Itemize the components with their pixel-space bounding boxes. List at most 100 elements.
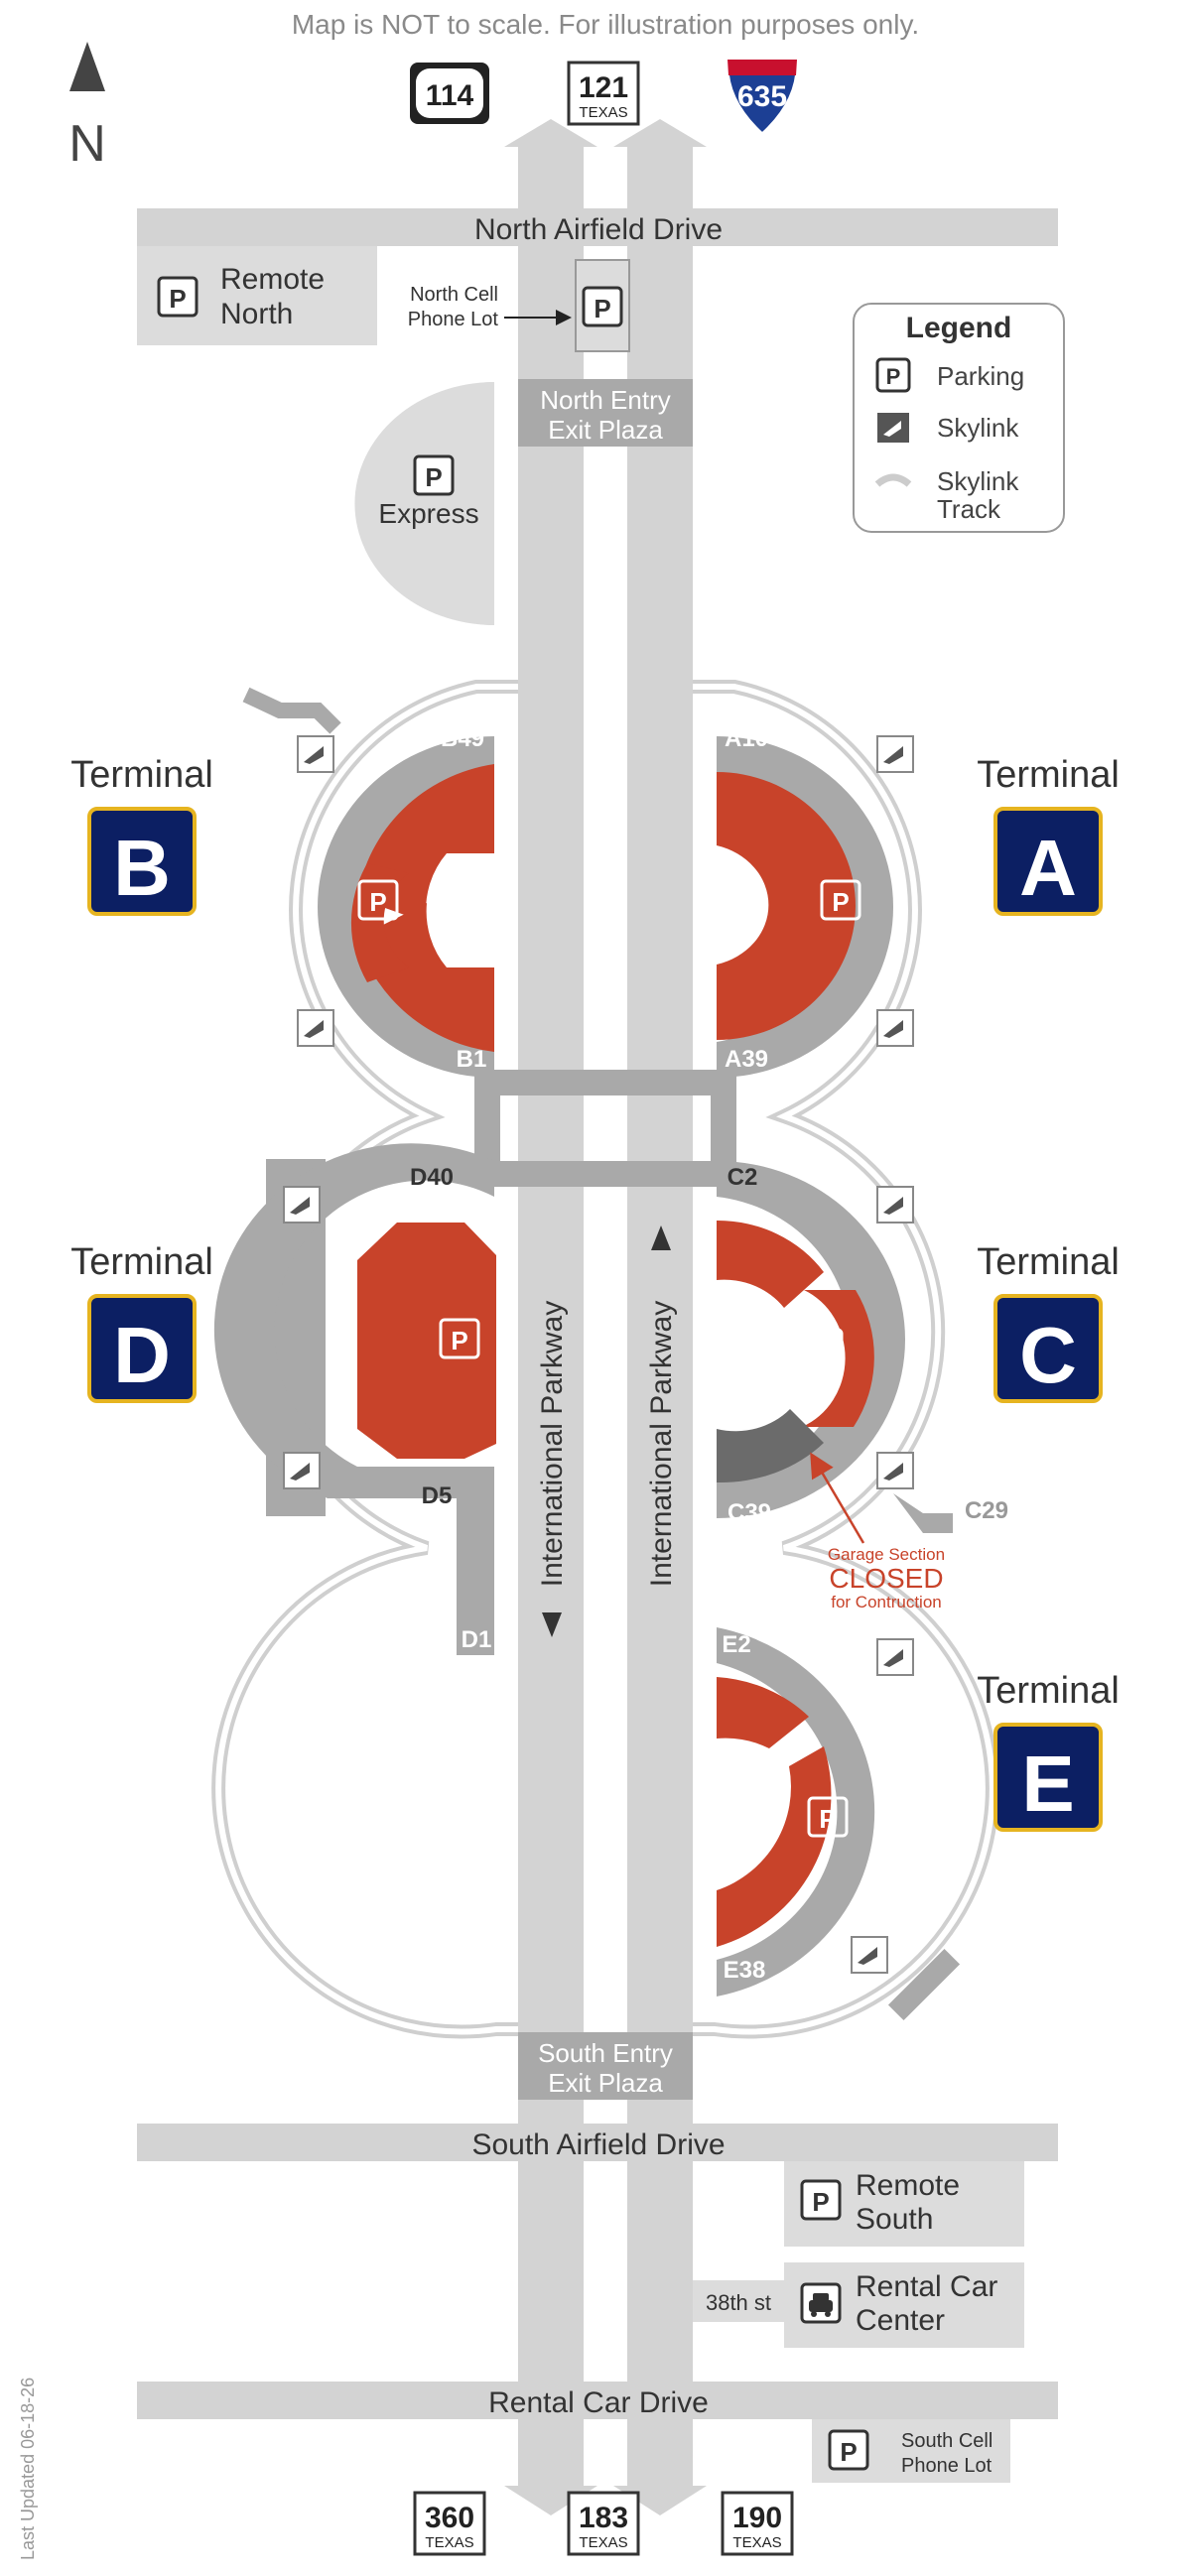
parking-icon: P [814, 1336, 831, 1365]
plaza-label-2: Exit Plaza [548, 2068, 663, 2098]
legend-title: Legend [906, 312, 1012, 344]
terminal-d-badge[interactable]: Terminal D [70, 1241, 213, 1403]
closed-garage-section [717, 1409, 824, 1483]
skylink-icon [283, 1186, 321, 1224]
jet-bridge-b [242, 687, 341, 734]
parking-icon: P [886, 364, 901, 389]
rental-car-center[interactable]: Rental Car Center [784, 2262, 1024, 2348]
terminal-letter: D [113, 1311, 171, 1399]
terminal-d: P D40 D5 D1 [213, 1143, 496, 1655]
parking-icon: P [369, 887, 386, 917]
terminal-a-badge[interactable]: Terminal A [977, 754, 1120, 916]
disclaimer-text: Map is NOT to scale. For illustration pu… [292, 9, 919, 40]
skylink-icon [297, 1009, 334, 1047]
terminal-c-badge[interactable]: Terminal C [977, 1241, 1120, 1403]
parkway-right-label: International Parkway [645, 1301, 678, 1588]
terminal-letter: C [1019, 1311, 1077, 1399]
remote-north-lot[interactable]: P Remote North [137, 246, 377, 345]
highway-shield-114: 114 [410, 63, 489, 124]
closure-line-1: Garage Section [828, 1545, 945, 1564]
terminal-a-ring: P A10 A39 [717, 725, 893, 1078]
legend-track-icon [874, 473, 912, 487]
gate-a39: A39 [725, 1046, 768, 1073]
legend-skylink-label: Skylink [937, 413, 1019, 443]
north-arrow-icon [69, 42, 105, 91]
gate-c29: C29 [965, 1497, 1008, 1524]
remote-south-label-1: Remote [856, 2169, 960, 2202]
shield-state: TEXAS [579, 2534, 627, 2551]
gate-e38: E38 [724, 1957, 766, 1984]
legend-parking-label: Parking [937, 361, 1024, 391]
north-airfield-road [137, 208, 1058, 246]
parkway-left-label: International Parkway [536, 1301, 569, 1588]
skylink-icon [283, 1452, 321, 1489]
skylink-icon [876, 735, 914, 773]
airplane-icon [887, 1948, 961, 2021]
skylink-icon [876, 1009, 914, 1047]
terminal-e-badge[interactable]: Terminal E [977, 1670, 1120, 1832]
legend: Legend P Parking Skylink Skylink Track [853, 303, 1065, 533]
gate-c39: C39 [728, 1499, 771, 1526]
parking-icon: P [812, 2187, 829, 2217]
shield-number: 121 [579, 71, 628, 104]
skylink-icon [876, 1452, 914, 1489]
car-icon [809, 2293, 833, 2317]
last-updated-text: Last Updated 06-18-26 [18, 2378, 38, 2560]
skylink-stations [283, 735, 914, 1974]
gate-b49: B49 [441, 725, 484, 752]
parking-icon: P [425, 462, 442, 492]
closure-callout: Garage Section CLOSED for Contruction [810, 1452, 945, 1611]
gate-e2: E2 [722, 1631, 750, 1658]
northbound-arrow-icon [651, 1225, 671, 1250]
legend-skylink-icon [877, 413, 909, 443]
terminal-word: Terminal [70, 754, 213, 796]
rental-label-1: Rental Car [856, 2270, 997, 2303]
skylink-icon [297, 735, 334, 773]
terminal-letter: A [1019, 824, 1077, 912]
terminal-b-badge[interactable]: Terminal B [70, 754, 213, 916]
connector-roads [474, 1070, 736, 1187]
skylink-icon [851, 1936, 888, 1974]
shield-number: 635 [737, 80, 787, 113]
terminal-letter: B [113, 824, 171, 912]
terminal-letter: E [1021, 1739, 1074, 1828]
closure-line-3: for Contruction [831, 1593, 942, 1611]
rental-car-drive-label: Rental Car Drive [488, 2386, 709, 2419]
skylink-icon [876, 1638, 914, 1676]
shield-state: TEXAS [732, 2534, 781, 2551]
shield-number: 360 [425, 2502, 474, 2534]
parking-icon: P [594, 294, 610, 323]
terminal-c: P C2 C39 C29 [717, 1161, 1008, 1533]
south-entry-exit-plaza: South Entry Exit Plaza [518, 2032, 693, 2100]
north-cell-label-1: North Cell [410, 284, 498, 306]
plaza-label-1: North Entry [540, 385, 671, 415]
gate-c2: C2 [728, 1164, 758, 1191]
legend-track-label-1: Skylink [937, 466, 1019, 496]
highway-shield-121: 121 TEXAS [567, 61, 640, 126]
express-parking-lot[interactable]: P Express [354, 382, 494, 625]
interstate-shield-635: 635 [726, 58, 799, 137]
south-cell-phone-lot[interactable]: P South Cell Phone Lot [812, 2419, 1010, 2483]
parking-icon: P [451, 1326, 467, 1355]
south-cell-label-2: Phone Lot [901, 2455, 992, 2477]
remote-north-label-2: North [220, 298, 293, 330]
parking-icon: P [832, 887, 849, 917]
remote-south-lot[interactable]: P Remote South [784, 2161, 1024, 2247]
terminal-b-ring: P B49 B1 [318, 725, 494, 1078]
shield-number: 190 [732, 2502, 782, 2534]
south-airfield-road [137, 2124, 1058, 2161]
north-cell-phone-lot[interactable]: P North Cell Phone Lot [408, 259, 630, 352]
gate-d5: D5 [422, 1482, 453, 1509]
shield-number: 183 [579, 2502, 628, 2534]
shield-state: TEXAS [579, 104, 627, 121]
skylink-icon [876, 1186, 914, 1224]
closure-line-2: CLOSED [829, 1563, 943, 1594]
southbound-arrow-icon [542, 1612, 562, 1637]
highway-shield-360: 360 TEXAS [413, 2491, 486, 2556]
legend-parking-icon [875, 357, 911, 393]
terminal-word: Terminal [977, 1670, 1120, 1712]
highway-shield-190: 190 TEXAS [721, 2491, 794, 2556]
north-airfield-label: North Airfield Drive [474, 213, 723, 246]
north-cell-label-2: Phone Lot [408, 309, 499, 330]
south-cell-label-1: South Cell [901, 2430, 992, 2452]
